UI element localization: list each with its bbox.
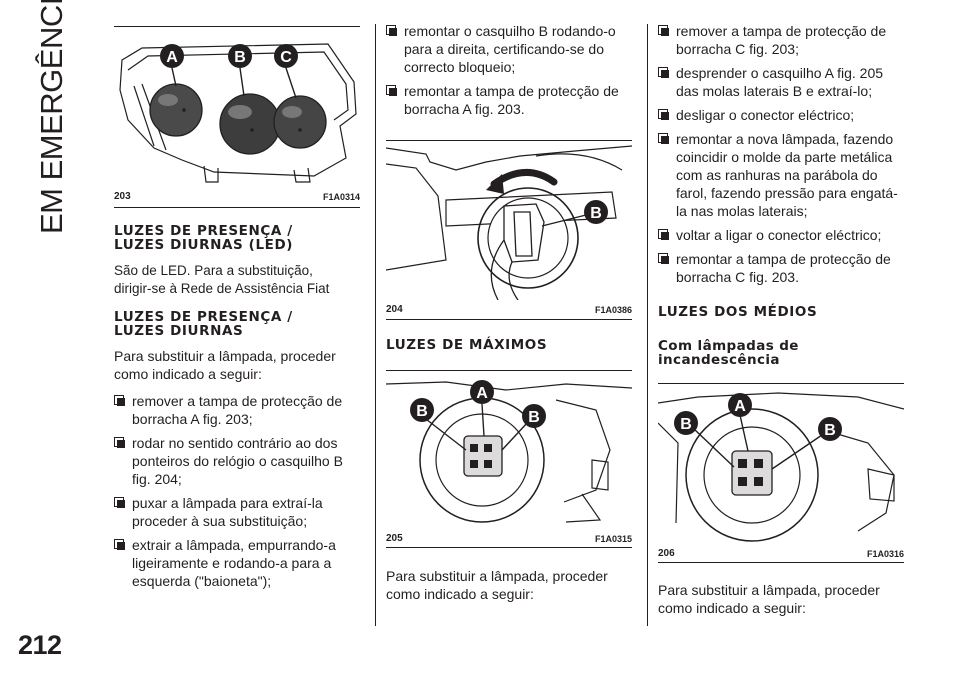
- checkbox-icon: [658, 133, 669, 144]
- column-divider: [375, 24, 376, 626]
- figure-number: 205: [386, 533, 403, 544]
- list-item: rodar no sentido contrário ao dos pontei…: [114, 434, 354, 488]
- section-title: EM EMERGÊNCIA: [20, 0, 90, 252]
- bulb-holder-rotation-illustration: B: [386, 145, 632, 300]
- figure-203: A B C 203 F1A0314: [114, 26, 360, 208]
- section-title-text: EM EMERGÊNCIA: [34, 0, 69, 234]
- label-b: B: [824, 422, 836, 439]
- list-item: remover a tampa de protecção de borracha…: [658, 22, 898, 58]
- figure-code: F1A0386: [594, 305, 632, 315]
- label-b: B: [416, 403, 428, 420]
- figure-code: F1A0314: [322, 192, 360, 202]
- figure-code: F1A0316: [866, 549, 904, 559]
- heading-position-lights: LUZES DE PRESENÇA / LUZES DIURNAS: [114, 309, 293, 339]
- col2-steps: remontar o casquilho B rodando-o para a …: [386, 22, 626, 124]
- checkbox-icon: [114, 497, 125, 508]
- figure-206: A B B 206 F1A0316: [658, 383, 904, 563]
- figure-number: 204: [386, 304, 403, 315]
- paragraph-procedure-intro: Para substituir a lâmpada, proceder como…: [114, 348, 336, 382]
- checkbox-icon: [114, 395, 125, 406]
- checkbox-icon: [658, 109, 669, 120]
- col3-steps: remover a tampa de protecção de borracha…: [658, 22, 898, 292]
- list-item: remontar o casquilho B rodando-o para a …: [386, 22, 626, 76]
- checkbox-icon: [114, 437, 125, 448]
- label-a: A: [476, 385, 488, 402]
- figure-code: F1A0315: [594, 534, 632, 544]
- col3-headings: LUZES DOS MÉDIOS Com lâmpadas de incande…: [658, 305, 898, 367]
- list-item: desprender o casquilho A fig. 205 das mo…: [658, 64, 898, 100]
- list-item: remontar a tampa de protecção de borrach…: [386, 82, 626, 118]
- checkbox-icon: [658, 25, 669, 36]
- heading-position-lights-led: LUZES DE PRESENÇA / LUZES DIURNAS (LED): [114, 223, 294, 253]
- list-item: puxar a lâmpada para extraí-la proceder …: [114, 494, 354, 530]
- figure-204: B 204 F1A0386: [386, 140, 632, 320]
- list-item: remover a tampa de protecção de borracha…: [114, 392, 354, 428]
- checkbox-icon: [658, 67, 669, 78]
- figure-number: 203: [114, 191, 131, 202]
- paragraph-led-info: São de LED. Para a substituição, dirigir…: [114, 263, 330, 296]
- col2-heading: LUZES DE MÁXIMOS: [386, 338, 626, 352]
- label-b: B: [528, 409, 540, 426]
- figure-205: A B B 205 F1A0315: [386, 370, 632, 548]
- list-item: remontar a nova lâmpada, fazendo coincid…: [658, 130, 898, 220]
- label-a: A: [166, 49, 178, 66]
- checkbox-icon: [658, 253, 669, 264]
- column-divider: [647, 24, 648, 626]
- heading-incandescent: Com lâmpadas de incandescência: [658, 338, 799, 368]
- list-item: desligar o conector eléctrico;: [658, 106, 898, 124]
- checkbox-icon: [114, 539, 125, 550]
- col1-text: LUZES DE PRESENÇA / LUZES DIURNAS (LED) …: [114, 224, 354, 596]
- headlight-assembly-illustration: A B C: [119, 43, 357, 183]
- label-b: B: [590, 205, 602, 222]
- col2-text: Para substituir a lâmpada, proceder como…: [386, 567, 626, 603]
- callout-labels: [160, 44, 298, 68]
- list-item: voltar a ligar o conector eléctrico;: [658, 226, 898, 244]
- paragraph-procedure-intro: Para substituir a lâmpada, proceder como…: [386, 568, 608, 602]
- checkbox-icon: [386, 85, 397, 96]
- paragraph-procedure-intro: Para substituir a lâmpada, proceder como…: [658, 582, 880, 616]
- steps-list: remover a tampa de protecção de borracha…: [114, 392, 354, 590]
- heading-high-beam: LUZES DE MÁXIMOS: [386, 337, 548, 353]
- checkbox-icon: [386, 25, 397, 36]
- figure-number: 206: [658, 548, 675, 559]
- high-beam-bulb-illustration: A B B: [386, 380, 632, 523]
- col3-text: Para substituir a lâmpada, proceder como…: [658, 581, 898, 617]
- heading-low-beam: LUZES DOS MÉDIOS: [658, 304, 818, 320]
- label-a: A: [734, 398, 746, 415]
- checkbox-icon: [658, 229, 669, 240]
- list-item: remontar a tampa de protecção de borrach…: [658, 250, 898, 286]
- steps-list: remontar o casquilho B rodando-o para a …: [386, 22, 626, 118]
- label-b: B: [234, 49, 246, 66]
- list-item: extrair a lâmpada, empurrando-a ligeiram…: [114, 536, 354, 590]
- steps-list: remover a tampa de protecção de borracha…: [658, 22, 898, 286]
- low-beam-bulb-illustration: A B B: [658, 392, 904, 542]
- label-c: C: [280, 49, 292, 66]
- page-number: 212: [18, 630, 62, 660]
- label-b: B: [680, 416, 692, 433]
